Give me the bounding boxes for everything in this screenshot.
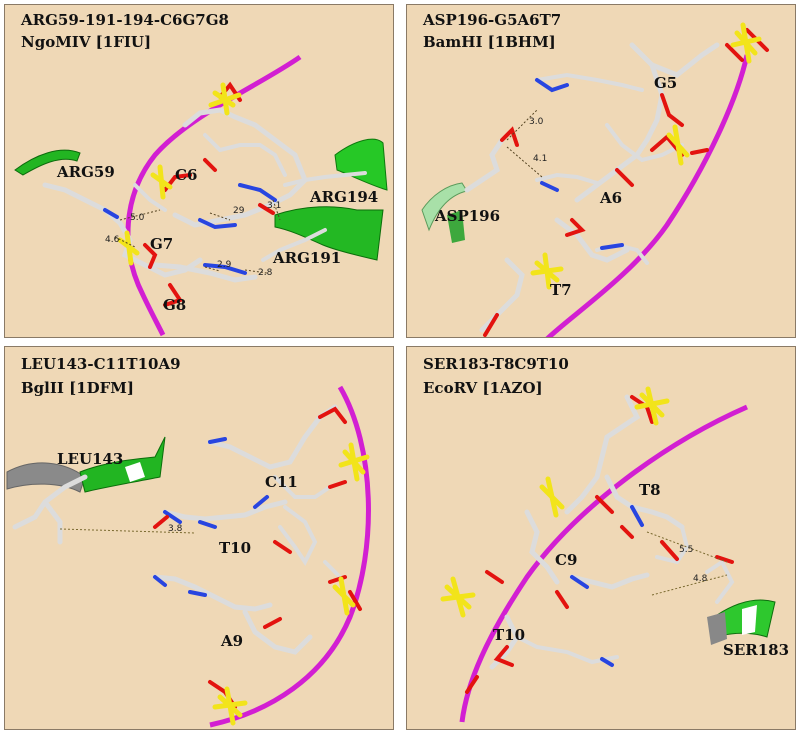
- distance-label: 2.9: [217, 260, 232, 270]
- panel-enzyme: NgoMIV [1FIU]: [21, 33, 152, 51]
- panel-bglii: LEU143 C11 T10 A9 3.8 LEU143-C11T10A9 Bg…: [4, 346, 394, 730]
- panel-enzyme: EcoRV [1AZO]: [423, 379, 543, 397]
- structure-view: T8 C9 SER183 T10 5.5 4.8: [440, 386, 789, 723]
- label-a6: A6: [599, 189, 622, 207]
- panel-ngomiv: ARG59 C6 ARG194 G7 ARG191 G8 5.0 4.6 29 …: [4, 4, 394, 338]
- distance-label: 4.6: [105, 235, 120, 245]
- panel-enzyme: BglII [1DFM]: [21, 379, 135, 397]
- distance-label: 3.1: [267, 201, 281, 211]
- dna-backbone: [125, 54, 302, 337]
- label-g5: G5: [654, 74, 677, 92]
- label-ser183: SER183: [723, 641, 789, 659]
- label-g8: G8: [163, 296, 186, 314]
- protein-ribbon: [274, 206, 384, 261]
- distance-label: 3.8: [168, 524, 183, 534]
- structure-view: G5 A6 ASP196 T7 3.0 4.1: [421, 22, 769, 337]
- distance-label: 29: [233, 206, 245, 216]
- protein-ribbon: [334, 138, 388, 191]
- label-t10: T10: [219, 539, 251, 557]
- dna-backbone: [545, 54, 750, 337]
- dna-backbone: [459, 404, 749, 723]
- panel-title: ARG59-191-194-C6G7G8: [21, 11, 229, 29]
- label-arg194: ARG194: [309, 188, 378, 206]
- panel-bamhi: G5 A6 ASP196 T7 3.0 4.1 ASP196-G5A6T7 Ba…: [406, 4, 796, 338]
- label-c9: C9: [555, 551, 577, 569]
- panel-title: SER183-T8C9T10: [423, 355, 569, 373]
- label-arg59: ARG59: [56, 163, 115, 181]
- label-leu143: LEU143: [57, 450, 123, 468]
- protein-ribbon: [14, 149, 81, 176]
- structure-view: ARG59 C6 ARG194 G7 ARG191 G8 5.0 4.6 29 …: [14, 54, 388, 337]
- label-t10: T10: [493, 626, 525, 644]
- label-t7: T7: [550, 281, 572, 299]
- panel-title: ASP196-G5A6T7: [423, 11, 562, 29]
- structure-view: LEU143 C11 T10 A9 3.8: [6, 385, 371, 728]
- protein-ribbon: [447, 210, 465, 243]
- distance-label: 2.8: [258, 268, 273, 278]
- label-t8: T8: [639, 481, 661, 499]
- distance-label: 4.8: [693, 574, 708, 584]
- distance-label: 5.5: [679, 545, 693, 555]
- distance-label: 4.1: [533, 154, 547, 164]
- panel-enzyme: BamHI [1BHM]: [423, 33, 556, 51]
- protein-ribbon: [79, 436, 166, 493]
- panel-title: LEU143-C11T10A9: [21, 355, 181, 373]
- label-c6: C6: [175, 166, 197, 184]
- label-a9: A9: [220, 632, 243, 650]
- label-asp196: ASP196: [434, 207, 500, 225]
- label-g7: G7: [150, 235, 173, 253]
- panel-ecorv: T8 C9 SER183 T10 5.5 4.8 SER183-T8C9T10 …: [406, 346, 796, 730]
- distance-label: 5.0: [130, 213, 145, 223]
- distance-label: 3.0: [529, 117, 544, 127]
- dna-backbone: [209, 385, 371, 728]
- label-c11: C11: [265, 473, 298, 491]
- label-arg191: ARG191: [272, 249, 341, 267]
